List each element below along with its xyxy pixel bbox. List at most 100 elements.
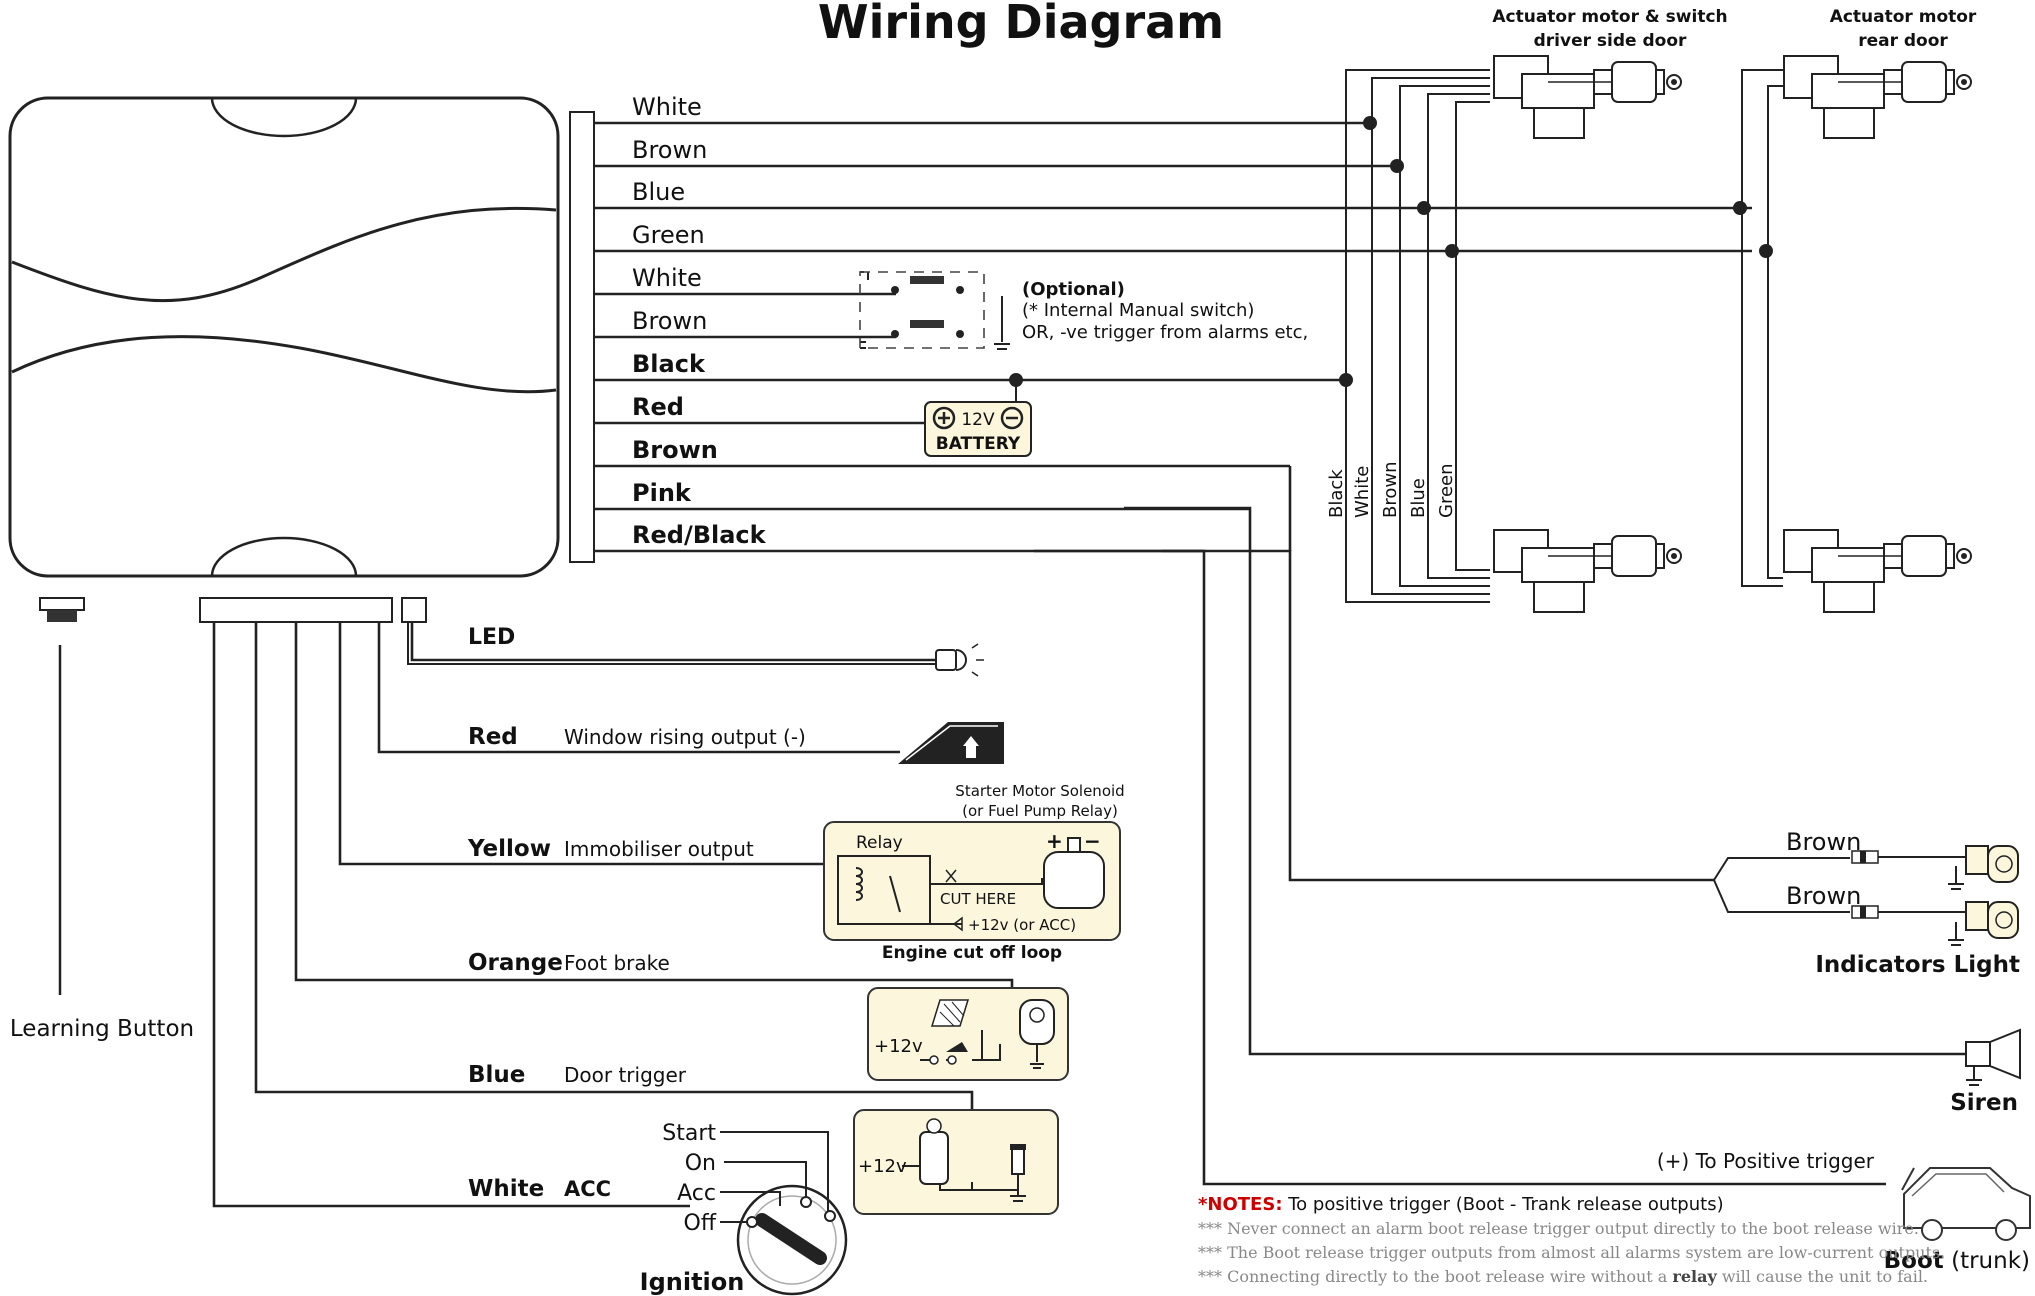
relay-cut-here: CUT HERE [940, 890, 1016, 908]
boot-car-icon [1901, 1167, 2031, 1241]
output-color-label: Yellow [467, 836, 551, 862]
note-1: *** Never connect an alarm boot release … [1198, 1219, 1919, 1238]
vertical-wire-label: Blue [1408, 478, 1429, 518]
boot-label-bold: Boot [1884, 1248, 1944, 1274]
optional-line2: OR, -ve trigger from alarms etc, [1022, 322, 1308, 343]
notes-head: *NOTES: [1198, 1194, 1283, 1215]
vertical-wire-label: White [1352, 466, 1373, 518]
driver-actuator-bottom [1493, 529, 1682, 613]
main-wires: WhiteBrownBlueGreenWhiteBrownBlackRedBro… [594, 93, 1773, 553]
learning-button-label: Learning Button [10, 1016, 194, 1042]
door-loop [1345, 69, 1783, 603]
output-desc-label: Window rising output (-) [564, 725, 806, 749]
main-wire-label: Brown [632, 436, 718, 464]
rear-actuator-label-2: rear door [1858, 31, 1948, 51]
optional-line1: (* Internal Manual switch) [1022, 300, 1254, 321]
indicator-lamp-icon [1948, 845, 2019, 946]
indicator-wire-1: Brown [1786, 828, 1861, 856]
siren-icon [1965, 1028, 2021, 1086]
foot-brake-box [867, 987, 1069, 1081]
note-3b: relay [1672, 1267, 1717, 1286]
actuators [1493, 55, 1972, 613]
led-wire [407, 622, 984, 677]
door-12v: +12v [858, 1156, 907, 1177]
notes-head-rest: To positive trigger (Boot - Trank releas… [1283, 1194, 1724, 1215]
relay-top-1: Starter Motor Solenoid [955, 782, 1124, 800]
note-3: *** Connecting directly to the boot rele… [1198, 1267, 1928, 1286]
driver-actuator-label-2: driver side door [1534, 31, 1687, 51]
relay-label: Relay [856, 833, 903, 853]
rear-actuator-label-1: Actuator motor [1830, 7, 1977, 27]
positive-trigger-label: (+) To Positive trigger [1657, 1149, 1875, 1173]
boot-label-rest: (trunk) [1944, 1248, 2030, 1274]
relay-box [823, 821, 1121, 941]
ignition-off: Off [684, 1211, 717, 1236]
junction-dot [1363, 116, 1377, 130]
output-wires [212, 622, 1014, 1208]
indicator-wire-2: Brown [1786, 882, 1861, 910]
output-desc-label: Foot brake [564, 951, 670, 975]
vertical-wire-label: Green [1436, 463, 1457, 518]
output-desc-label: Immobiliser output [564, 837, 754, 861]
junction-dot [1390, 159, 1404, 173]
relay-acc: +12v (or ACC) [968, 916, 1076, 934]
note-2: *** The Boot release trigger outputs fro… [1198, 1243, 1945, 1262]
output-color-label: Red [468, 724, 518, 750]
ignition-switch [720, 1131, 848, 1296]
ignition-on: On [685, 1151, 716, 1176]
ignition-acc: Acc [677, 1181, 716, 1206]
note-3a: *** Connecting directly to the boot rele… [1198, 1267, 1672, 1286]
main-wire-label: Red/Black [632, 521, 767, 549]
window-icon [898, 722, 1004, 764]
indicators-label: Indicators Light [1815, 952, 2020, 978]
output-color-label: White [468, 1176, 544, 1202]
main-wire-label: Black [632, 350, 706, 378]
battery [924, 382, 1032, 457]
output-color-label: Blue [468, 1062, 525, 1088]
main-wire-label: Red [632, 393, 684, 421]
rear-actuator-bottom [1783, 529, 1972, 613]
optional-title: (Optional) [1022, 279, 1125, 300]
siren-label: Siren [1950, 1090, 2018, 1116]
main-wire-label: Brown [632, 136, 707, 164]
brake-12v: +12v [874, 1036, 923, 1057]
main-wire-label: Green [632, 221, 705, 249]
battery-voltage: 12V [961, 410, 995, 430]
driver-actuator-label-1: Actuator motor & switch [1492, 7, 1727, 27]
main-wire-label: Blue [632, 178, 685, 206]
right-wiring [1034, 506, 1966, 1186]
junction-dot [1759, 244, 1773, 258]
learning-button[interactable] [39, 597, 85, 995]
boot-label: Boot (trunk) [1884, 1248, 2030, 1274]
output-desc-label: ACC [564, 1177, 611, 1201]
relay-minus: − [1084, 829, 1101, 853]
ignition-title: Ignition [640, 1268, 745, 1296]
led-label: LED [468, 625, 515, 650]
main-wire-label: Pink [632, 479, 692, 507]
relay-plus: + [1046, 829, 1063, 853]
junction-dot [1733, 201, 1747, 215]
main-wire-label: White [632, 93, 702, 121]
main-wire-label: White [632, 264, 702, 292]
door-trigger-box [853, 1109, 1059, 1215]
relay-top-2: (or Fuel Pump Relay) [962, 802, 1118, 820]
relay-caption: Engine cut off loop [882, 943, 1062, 963]
main-wire-label: Brown [632, 307, 707, 335]
note-3c: will cause the unit to fail. [1717, 1267, 1928, 1286]
rear-actuator-top [1783, 55, 1972, 139]
output-color-label: Orange [468, 950, 563, 976]
driver-actuator-top [1493, 55, 1682, 139]
control-unit [8, 96, 595, 578]
ignition-start: Start [662, 1121, 716, 1146]
vertical-wire-label: Black [1326, 469, 1347, 518]
junction-dot [1009, 373, 1023, 387]
notes-heading: *NOTES: To positive trigger (Boot - Tran… [1198, 1194, 1724, 1215]
bottom-connector [199, 597, 427, 623]
battery-label: BATTERY [936, 434, 1021, 454]
optional-switch [859, 271, 1010, 350]
output-desc-label: Door trigger [564, 1063, 687, 1087]
vertical-wire-label: Brown [1380, 462, 1401, 519]
page-title: Wiring Diagram [818, 0, 1224, 49]
